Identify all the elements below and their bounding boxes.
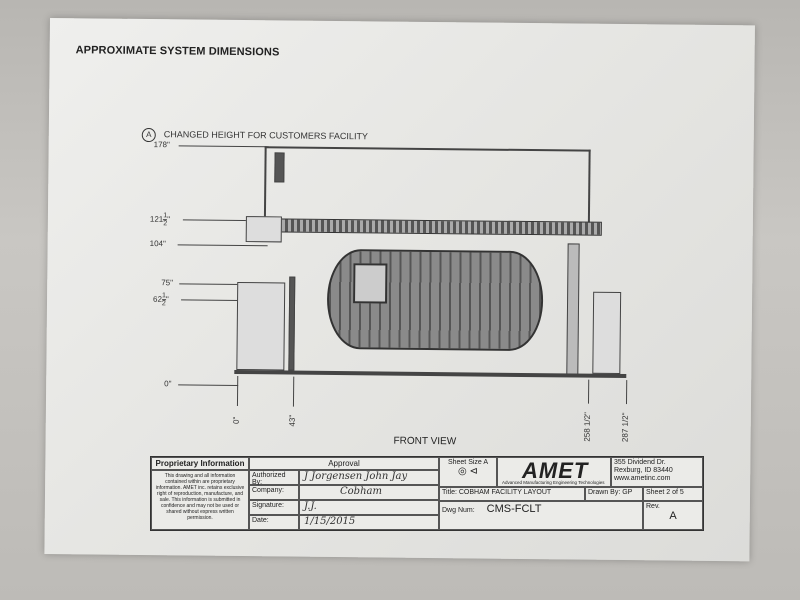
signature-label: Signature: <box>249 500 299 515</box>
gantry-carriage <box>245 216 282 243</box>
company-value: Cobham <box>299 485 439 500</box>
dim-104: 104" <box>149 239 166 249</box>
proprietary-heading: Proprietary Information <box>151 457 249 470</box>
dwg-num: Dwg Num: CMS-FCLT <box>439 501 643 530</box>
dim-x-0: 0" <box>231 416 241 425</box>
dim-x-43: 43" <box>287 414 297 427</box>
view-label: FRONT VIEW <box>393 435 457 448</box>
hoist <box>274 152 285 183</box>
authorized-value: J Jorgensen John Jay <box>299 470 439 485</box>
revision-note-text: CHANGED HEIGHT FOR CUSTOMERS FACILITY <box>163 129 369 142</box>
company-address: 355 Dividend Dr. Rexburg, ID 83440 www.a… <box>611 457 703 487</box>
company-label: Company: <box>249 485 299 500</box>
title-block: Proprietary Information This drawing and… <box>150 456 704 531</box>
sheet-number: Sheet 2 of 5 <box>643 487 703 501</box>
dim-line <box>178 145 269 148</box>
date-value: 1/15/2015 <box>299 515 439 530</box>
date-label: Date: <box>249 515 299 530</box>
company-logo: AMET Advanced Manufacturing Engineering … <box>497 457 611 487</box>
overhead-frame <box>263 146 591 228</box>
dwg-num-value: CMS-FCLT <box>486 503 542 515</box>
left-enclosure <box>236 281 286 371</box>
vessel-door <box>353 263 388 304</box>
dim-x-287: 287 1/2" <box>620 412 630 443</box>
dim-line <box>236 375 239 406</box>
authorized-label: Authorized By: <box>249 470 299 486</box>
revision: Rev. A <box>643 501 703 530</box>
projection-symbol-icon: ◎ ⊲ <box>458 466 478 477</box>
right-cabinet <box>592 291 622 374</box>
drawing-title: Title: COBHAM FACILITY LAYOUT <box>439 487 585 501</box>
dim-line <box>178 384 239 386</box>
drawn-by: Drawn By: GP <box>585 487 643 501</box>
dim-line <box>292 376 295 407</box>
dim-178: 178" <box>153 140 170 150</box>
dim-0: 0" <box>164 379 172 389</box>
dim-75: 75" <box>161 278 174 288</box>
proprietary-text: This drawing and all information contain… <box>151 470 249 530</box>
left-post <box>288 276 296 371</box>
document-title: APPROXIMATE SYSTEM DIMENSIONS <box>75 44 280 59</box>
revision-value: A <box>669 510 677 522</box>
right-post <box>566 243 580 376</box>
sheet-size: Sheet Size A◎ ⊲ <box>439 457 497 487</box>
signature-value: J.J. <box>299 500 439 515</box>
dim-line <box>587 379 590 404</box>
dim-x-258: 258 1/2" <box>582 412 592 442</box>
gantry-rail <box>259 218 602 236</box>
dim-line <box>625 380 628 405</box>
dim-line <box>177 244 268 247</box>
approval-heading: Approval <box>249 457 439 470</box>
